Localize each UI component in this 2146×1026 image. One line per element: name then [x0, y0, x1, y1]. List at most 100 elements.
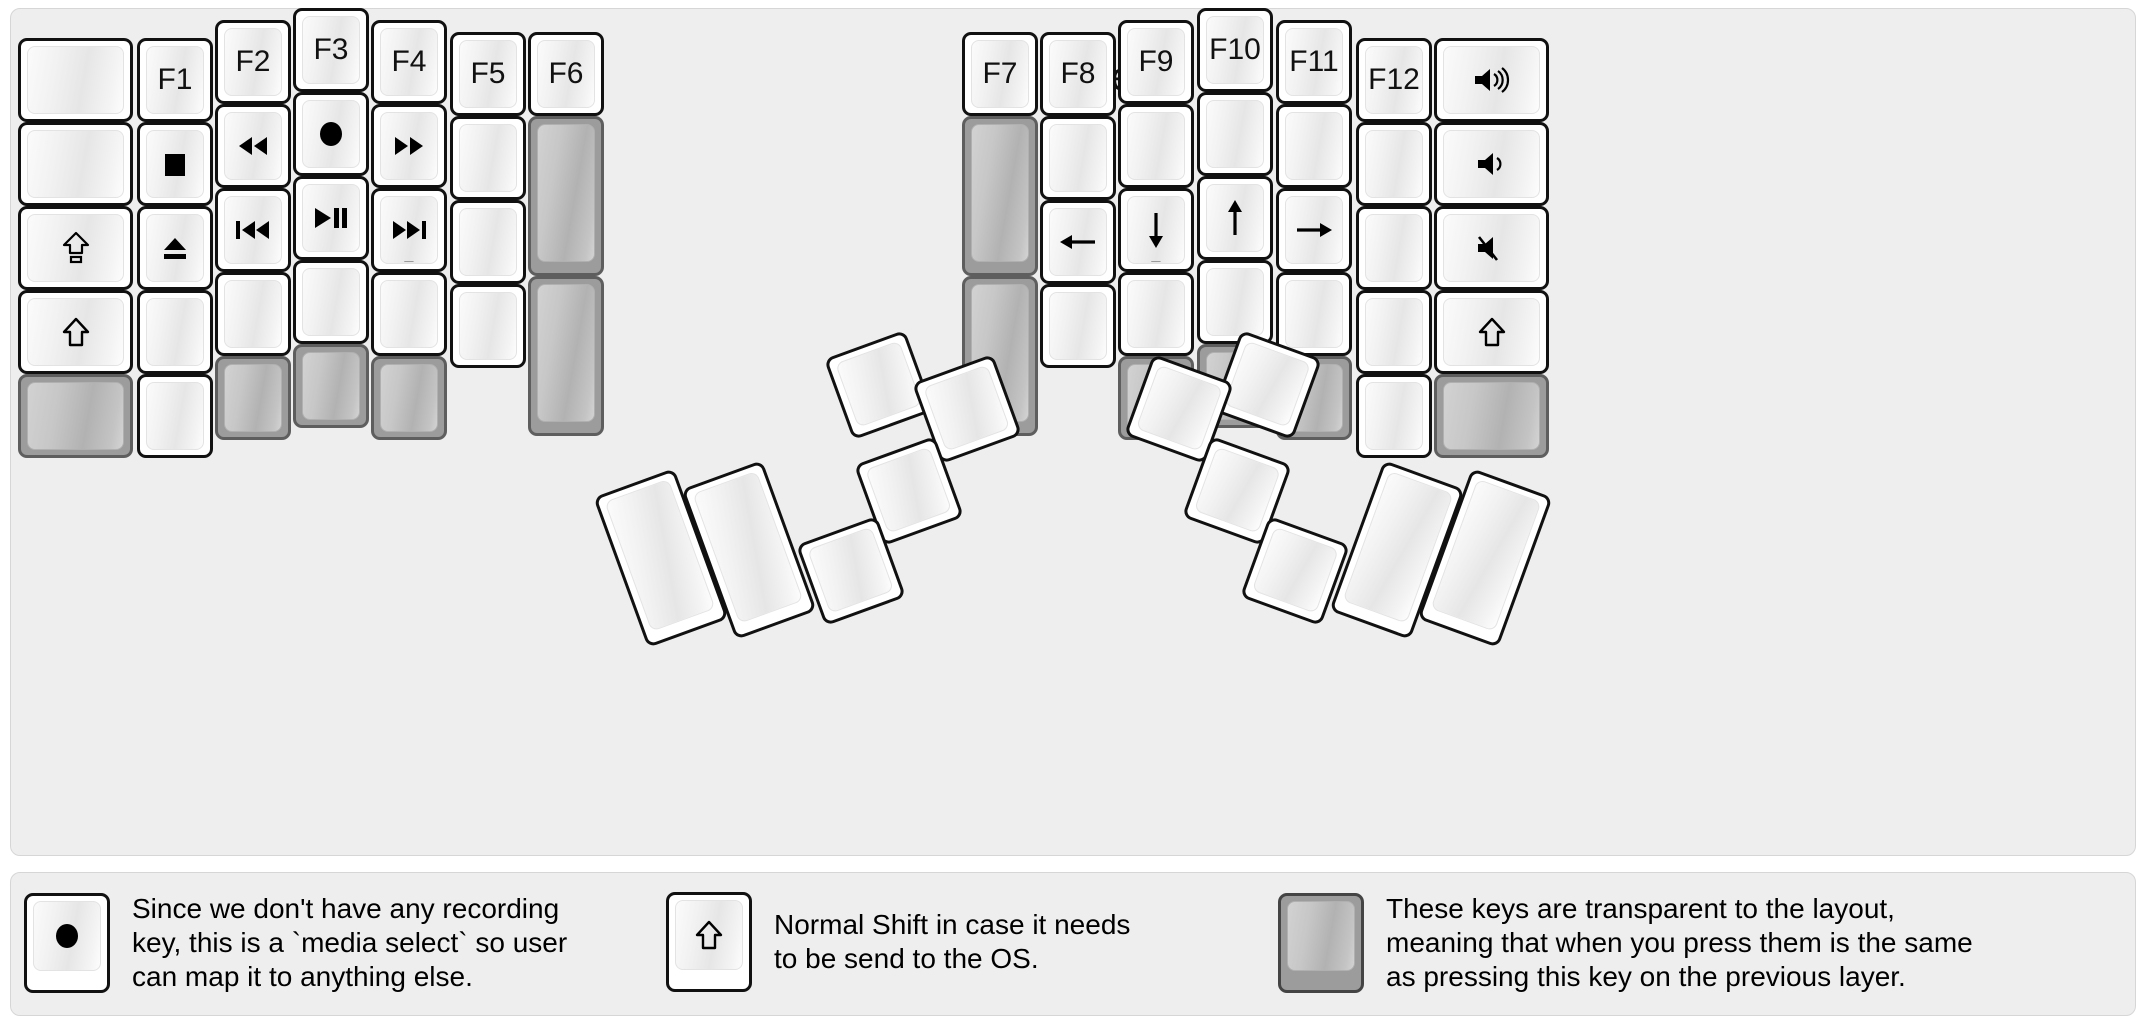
- key-left-index-0[interactable]: F4: [371, 20, 447, 104]
- key-left-ring-4[interactable]: [215, 356, 291, 440]
- next-track-icon: [389, 217, 429, 243]
- key-left-middle-3[interactable]: [293, 260, 369, 344]
- key-right-middle-2[interactable]: [1197, 176, 1273, 260]
- key-right-middle-0[interactable]: F10: [1197, 8, 1273, 92]
- shift-icon: [695, 920, 723, 950]
- keycap-face: [302, 268, 360, 336]
- key-right-index-0[interactable]: F9: [1118, 20, 1194, 104]
- key-left-pinky-outer-0[interactable]: [18, 38, 133, 122]
- key-left-pinky-outer-4[interactable]: [18, 374, 133, 458]
- key-left-pinky-outer-1[interactable]: [18, 122, 133, 206]
- key-left-inner-extra-0[interactable]: F6: [528, 32, 604, 116]
- key-right-ring-1[interactable]: [1276, 104, 1352, 188]
- key-right-ring-3[interactable]: [1276, 272, 1352, 356]
- keycap-face: [835, 340, 923, 428]
- key-right-pinky-outer-0[interactable]: [1434, 38, 1549, 122]
- keycap-face: [27, 130, 124, 198]
- legend-panel: [10, 872, 2136, 1016]
- keycap-face: [1443, 130, 1540, 198]
- key-right-ring-0[interactable]: F11: [1276, 20, 1352, 104]
- key-left-inner-extra-2[interactable]: [528, 276, 604, 436]
- key-left-middle-0[interactable]: F3: [293, 8, 369, 92]
- key-right-inner-0[interactable]: F8: [1040, 32, 1116, 116]
- key-left-pinky-3[interactable]: [137, 290, 213, 374]
- arrow-down-icon: [1143, 210, 1169, 250]
- key-right-pinky-3[interactable]: [1356, 290, 1432, 374]
- keycap-face: [1443, 298, 1540, 366]
- key-left-index-3[interactable]: [371, 272, 447, 356]
- key-left-middle-1[interactable]: [293, 92, 369, 176]
- keycap-face: [1285, 112, 1343, 180]
- keycap-face: [1127, 280, 1185, 348]
- keycap-face: [224, 364, 282, 432]
- keycap-face: F7: [971, 40, 1029, 108]
- keycap-face: [1049, 292, 1107, 360]
- keycap-face: [380, 280, 438, 348]
- keycap-face: [675, 900, 743, 970]
- keycap-face: [27, 214, 124, 282]
- key-right-pinky-outer-4[interactable]: [1434, 374, 1549, 458]
- key-left-pinky-0[interactable]: F1: [137, 38, 213, 122]
- key-left-index-4[interactable]: [371, 356, 447, 440]
- key-right-middle-1[interactable]: [1197, 92, 1273, 176]
- key-right-pinky-4[interactable]: [1356, 374, 1432, 458]
- key-left-ring-0[interactable]: F2: [215, 20, 291, 104]
- key-right-pinky-2[interactable]: [1356, 206, 1432, 290]
- record-icon: [51, 920, 83, 952]
- legend-sample-key-2: [1278, 893, 1364, 994]
- arrow-up-icon: [1222, 198, 1248, 238]
- key-label: F5: [470, 57, 506, 90]
- key-right-pinky-outer-2[interactable]: [1434, 206, 1549, 290]
- legend-item-1: Normal Shift in case it needs to be send…: [666, 892, 1130, 992]
- key-left-pinky-1[interactable]: [137, 122, 213, 206]
- legend-item-2: These keys are transparent to the layout…: [1278, 892, 1973, 994]
- key-right-ring-2[interactable]: [1276, 188, 1352, 272]
- key-left-pinky-outer-2[interactable]: [18, 206, 133, 290]
- key-right-index-2[interactable]: _: [1118, 188, 1194, 272]
- key-left-middle-2[interactable]: [293, 176, 369, 260]
- key-left-pinky-outer-3[interactable]: [18, 290, 133, 374]
- keycap-face: [146, 130, 204, 198]
- key-left-pinky-4[interactable]: [137, 374, 213, 458]
- key-left-pinky-2[interactable]: [137, 206, 213, 290]
- key-label: F4: [391, 45, 427, 78]
- key-right-pinky-outer-1[interactable]: [1434, 122, 1549, 206]
- key-left-ring-3[interactable]: [215, 272, 291, 356]
- key-left-inner-0[interactable]: F5: [450, 32, 526, 116]
- key-right-index-1[interactable]: [1118, 104, 1194, 188]
- key-right-inner-extra-0[interactable]: F7: [962, 32, 1038, 116]
- key-left-inner-3[interactable]: [450, 284, 526, 368]
- fast-forward-icon: [391, 133, 427, 159]
- keycap-face: [380, 196, 438, 264]
- key-right-inner-2[interactable]: [1040, 200, 1116, 284]
- key-label: F6: [548, 57, 584, 90]
- key-right-inner-extra-1[interactable]: [962, 116, 1038, 276]
- key-left-index-2[interactable]: _: [371, 188, 447, 272]
- key-left-ring-2[interactable]: [215, 188, 291, 272]
- key-right-pinky-outer-3[interactable]: [1434, 290, 1549, 374]
- key-left-middle-4[interactable]: [293, 344, 369, 428]
- key-right-inner-1[interactable]: [1040, 116, 1116, 200]
- key-right-index-3[interactable]: [1118, 272, 1194, 356]
- key-right-pinky-0[interactable]: F12: [1356, 38, 1432, 122]
- keycap-face: [1127, 196, 1185, 264]
- keycap-face: [1365, 298, 1423, 366]
- volume-mute-icon: [1475, 233, 1509, 263]
- volume-down-icon: [1475, 149, 1509, 179]
- shift-icon: [1478, 317, 1506, 347]
- keycap-face: [1285, 196, 1343, 264]
- key-left-index-1[interactable]: [371, 104, 447, 188]
- key-left-inner-2[interactable]: [450, 200, 526, 284]
- key-left-inner-1[interactable]: [450, 116, 526, 200]
- legend-sample-key-0: [24, 893, 110, 994]
- key-left-inner-extra-1[interactable]: [528, 116, 604, 276]
- keycap-face: F11: [1285, 28, 1343, 96]
- key-sublabel: _: [404, 246, 414, 263]
- key-right-inner-3[interactable]: [1040, 284, 1116, 368]
- key-right-middle-3[interactable]: [1197, 260, 1273, 344]
- key-right-pinky-1[interactable]: [1356, 122, 1432, 206]
- keycap-face: F6: [537, 40, 595, 108]
- keycap-face: [146, 298, 204, 366]
- key-left-ring-1[interactable]: [215, 104, 291, 188]
